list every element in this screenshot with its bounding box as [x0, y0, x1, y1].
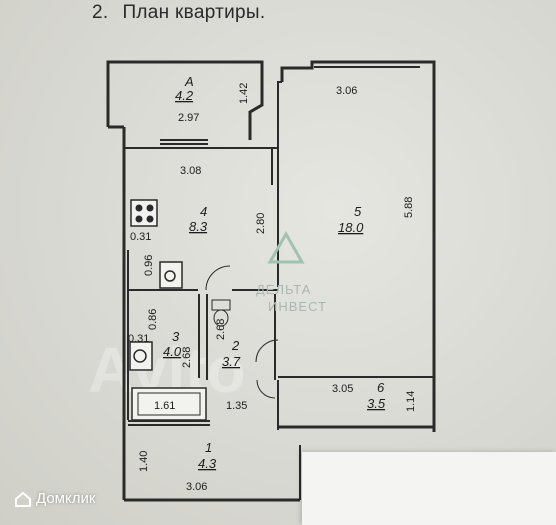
dim-hall-height: 1.40 [138, 451, 150, 472]
watermark-line1: ДЕЛЬТА [256, 282, 311, 297]
dim-kitchen-height: 2.80 [255, 213, 267, 234]
dim-balcony-height: 1.42 [238, 83, 250, 104]
inner-walls [124, 61, 434, 500]
room-2-label: 2 [231, 338, 240, 353]
dim-086: 0.86 [147, 309, 159, 330]
dim-wc-height: 2.68 [215, 319, 227, 340]
room-a-area: 4.2 [175, 88, 194, 103]
room-5-area: 18.0 [338, 220, 364, 235]
dim-031-b: 0.31 [128, 333, 149, 345]
room-4-area: 8.3 [189, 219, 208, 234]
heading-title: План квартиры. [122, 2, 266, 23]
room-4-label: 4 [200, 204, 207, 219]
bathroom-sink-icon [129, 341, 153, 371]
dim-hall-width: 3.06 [186, 481, 207, 493]
room-6-area: 3.5 [367, 396, 386, 411]
dim-room5-height: 5.88 [403, 197, 415, 218]
home-icon [15, 491, 31, 507]
watermark-delta: ДЕЛЬТА ИНВЕСТ [256, 230, 327, 314]
room-2-area: 3.7 [222, 354, 241, 369]
dim-bathtub-length: 1.61 [154, 400, 175, 412]
dim-hall-135: 1.35 [226, 400, 247, 412]
stove-icon [130, 199, 158, 227]
kitchen-sink-icon [159, 261, 183, 289]
dim-096: 0.96 [143, 255, 155, 276]
watermark-line2: ИНВЕСТ [268, 299, 327, 314]
dim-kitchen-width: 3.08 [180, 165, 201, 177]
plan-heading: 2. План квартиры. [92, 2, 265, 24]
toilet-icon [211, 299, 231, 327]
room-a-label: A [184, 74, 194, 89]
outer-walls [106, 60, 436, 502]
dim-room6-width: 3.05 [332, 383, 353, 395]
overlapping-paper [302, 452, 556, 525]
dim-room5-width: 3.06 [336, 85, 357, 97]
dim-room6-height: 1.14 [405, 391, 417, 412]
room-3-label: 3 [172, 329, 180, 344]
dim-balcony-width: 2.97 [178, 112, 199, 124]
dim-031-a: 0.31 [130, 231, 151, 243]
heading-number: 2. [92, 2, 109, 23]
room-1-area: 4.3 [198, 456, 217, 471]
bathtub-icon [131, 387, 207, 421]
room-1-label: 1 [205, 440, 212, 455]
room-3-area: 4.0 [163, 344, 182, 359]
room-6-label: 6 [377, 380, 385, 395]
brand-watermark: Домклик [14, 490, 95, 507]
door-swings [205, 265, 279, 399]
room-5-label: 5 [354, 204, 362, 219]
brand-label: Домклик [36, 490, 96, 507]
dim-bath-height: 2.68 [181, 347, 193, 368]
